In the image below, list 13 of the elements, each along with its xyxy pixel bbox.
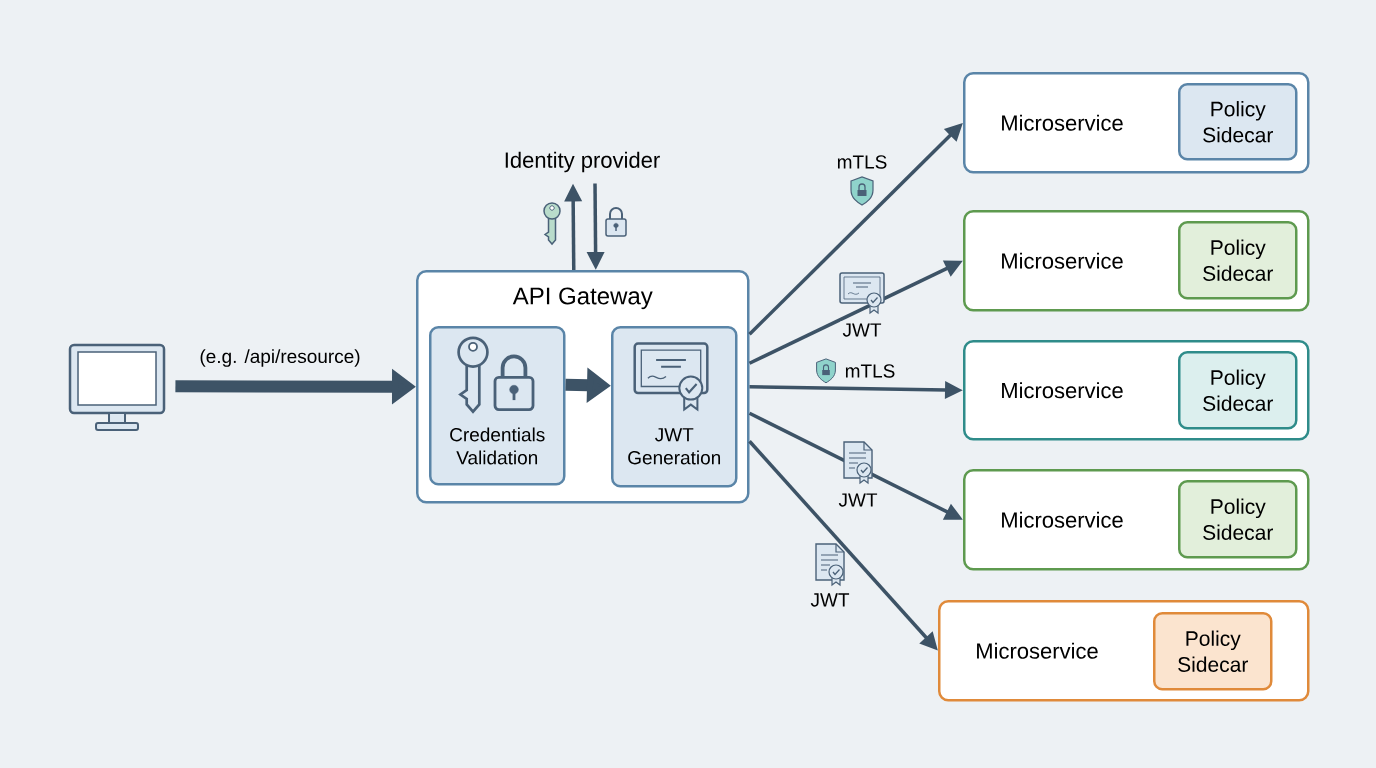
edge-label: JWT (836, 491, 880, 509)
edge-label: (e.g. /api/resource) (197, 347, 363, 369)
sidecar-box: Policy Sidecar (1178, 480, 1298, 559)
edge-label: JWT (808, 591, 852, 609)
edge-label: mTLS (842, 362, 898, 380)
node-label: Identity provider (505, 151, 660, 173)
edge-label: JWT (840, 321, 884, 339)
sidecar-box: Policy Sidecar (1153, 612, 1273, 691)
sidecar-box: Policy Sidecar (1178, 351, 1298, 430)
sidecar-box: Policy Sidecar (1178, 83, 1298, 161)
sidecar-box: Policy Sidecar (1178, 221, 1298, 300)
edge-label: mTLS (834, 153, 890, 171)
monitor-drawing (68, 343, 166, 431)
